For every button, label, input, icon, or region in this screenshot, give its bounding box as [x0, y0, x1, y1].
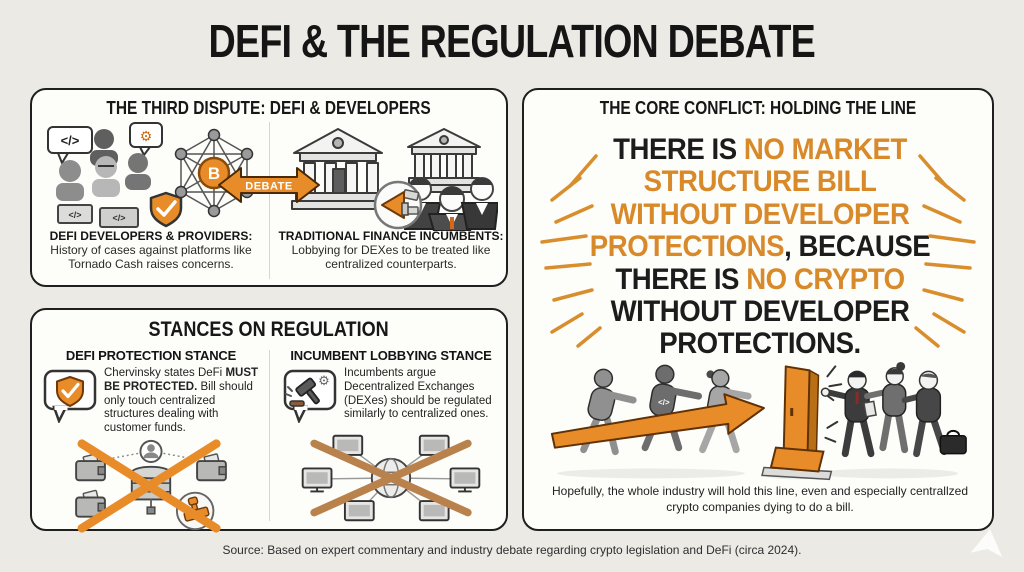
- bank-building-icon: [405, 128, 483, 193]
- bank-building-icon: [291, 128, 385, 210]
- computer-icon: [301, 467, 333, 493]
- laptop-icon: </>: [57, 204, 93, 224]
- computer-icon: [449, 467, 481, 493]
- shield-check-icon: [149, 191, 183, 228]
- suit-person-icon: [901, 370, 967, 458]
- svg-text:</>: </>: [658, 398, 670, 407]
- developer-person-icon: [125, 153, 151, 190]
- svg-text:</>: </>: [68, 210, 81, 220]
- crossed-dex-network-illustration: [295, 430, 487, 531]
- defi-side: </> ⚙: [38, 120, 264, 271]
- core-conflict-header: THE CORE CONFLICT: HOLDING THE LINE: [599, 98, 917, 118]
- cross-out-x: [310, 439, 472, 517]
- core-conflict-caption: Hopefully, the whole industry will hold …: [551, 484, 968, 514]
- holding-the-line-illustration: </>: [542, 342, 978, 487]
- gear-bubble-icon: ⚙: [129, 122, 163, 157]
- incumbent-lobbying-body: Incumbents argue Decentralized Exchanges…: [344, 367, 492, 421]
- network-node-icon: [174, 128, 254, 218]
- source-attribution: Source: Based on expert commentary and i…: [222, 543, 802, 557]
- defi-side-body: History of cases against platforms like …: [50, 242, 252, 271]
- bitcoin-node-icon: B: [197, 156, 231, 190]
- user-circle-icon: [139, 439, 163, 463]
- door-icon: [761, 365, 833, 481]
- wallet-icon: [75, 453, 106, 482]
- computer-icon: [418, 500, 450, 522]
- burst-lines-icon: [902, 142, 986, 357]
- third-dispute-header: THE THIRD DISPUTE: DEFI & DEVELOPERS: [106, 98, 432, 118]
- tradfi-side-body: Lobbying for DEXes to be treated like ce…: [291, 242, 491, 271]
- defi-protection-stance: DEFI PROTECTION STANCE Chervinsky states…: [39, 348, 263, 539]
- pusher-person-icon: </>: [641, 364, 703, 452]
- gavel-bubble-icon: ⚙: [282, 367, 338, 428]
- stances-header: STANCES ON REGULATION: [148, 318, 390, 341]
- panel-stances: STANCES ON REGULATION DEFI PROTECTION ST…: [30, 308, 508, 533]
- defi-protection-body: Chervinsky states DeFi MUST BE PROTECTED…: [104, 367, 259, 435]
- code-bubble-icon: </>: [47, 126, 93, 166]
- banker-person-icon: [427, 186, 477, 231]
- burst-lines-icon: [530, 142, 614, 357]
- svg-text:B: B: [208, 164, 220, 183]
- impact-sparks-icon: [824, 365, 843, 443]
- debate-arrow: DEBATE: [217, 164, 321, 211]
- shield-bubble-icon: [42, 367, 98, 428]
- panel-divider: [269, 350, 270, 521]
- incumbent-lobbying-stance: INCUMBENT LOBBYING STANCE ⚙: [279, 348, 503, 531]
- defi-protection-heading: DEFI PROTECTION STANCE: [65, 348, 237, 363]
- banker-person-icon: [460, 177, 498, 230]
- wallet-icon: [196, 453, 227, 482]
- svg-text:⚙: ⚙: [140, 128, 153, 144]
- tradfi-illustration: [278, 120, 504, 231]
- developer-group-illustration: </> ⚙: [38, 120, 264, 230]
- developer-person-icon: [92, 156, 120, 197]
- svg-text:DEBATE: DEBATE: [245, 181, 292, 193]
- briefcase-icon: [939, 435, 967, 455]
- tradfi-side: TRADITIONAL FINANCE INCUMBENTS: Lobbying…: [278, 120, 504, 271]
- defi-side-heading: DEFI DEVELOPERS & PROVIDERS:: [49, 229, 253, 243]
- tradfi-side-heading: TRADITIONAL FINANCE INCUMBENTS:: [278, 229, 504, 243]
- megaphone-badge-icon: [373, 180, 423, 230]
- battering-ram-arrow: [550, 393, 765, 449]
- suit-person-icon: [820, 370, 877, 458]
- crossed-custodial-wallets-illustration: [55, 438, 247, 539]
- developer-person-icon: [56, 160, 84, 201]
- computer-icon: [343, 500, 375, 522]
- svg-text:</>: </>: [112, 213, 125, 223]
- watermark-logo: [968, 527, 1008, 566]
- incumbent-lobbying-heading: INCUMBENT LOBBYING STANCE: [290, 348, 492, 363]
- suit-person-icon: [864, 361, 909, 454]
- panel-core-conflict: THE CORE CONFLICT: HOLDING THE LINE THER…: [522, 88, 994, 531]
- panel-divider: [269, 122, 270, 279]
- svg-text:⚙: ⚙: [318, 373, 330, 388]
- wallet-icon: [75, 489, 106, 518]
- page-title: DEFI & THE REGULATION DEBATE: [208, 15, 816, 67]
- svg-text:</>: </>: [61, 133, 80, 148]
- cross-out-x: [77, 439, 221, 533]
- panel-third-dispute: THE THIRD DISPUTE: DEFI & DEVELOPERS </>…: [30, 88, 508, 287]
- laptop-icon: </>: [99, 207, 139, 228]
